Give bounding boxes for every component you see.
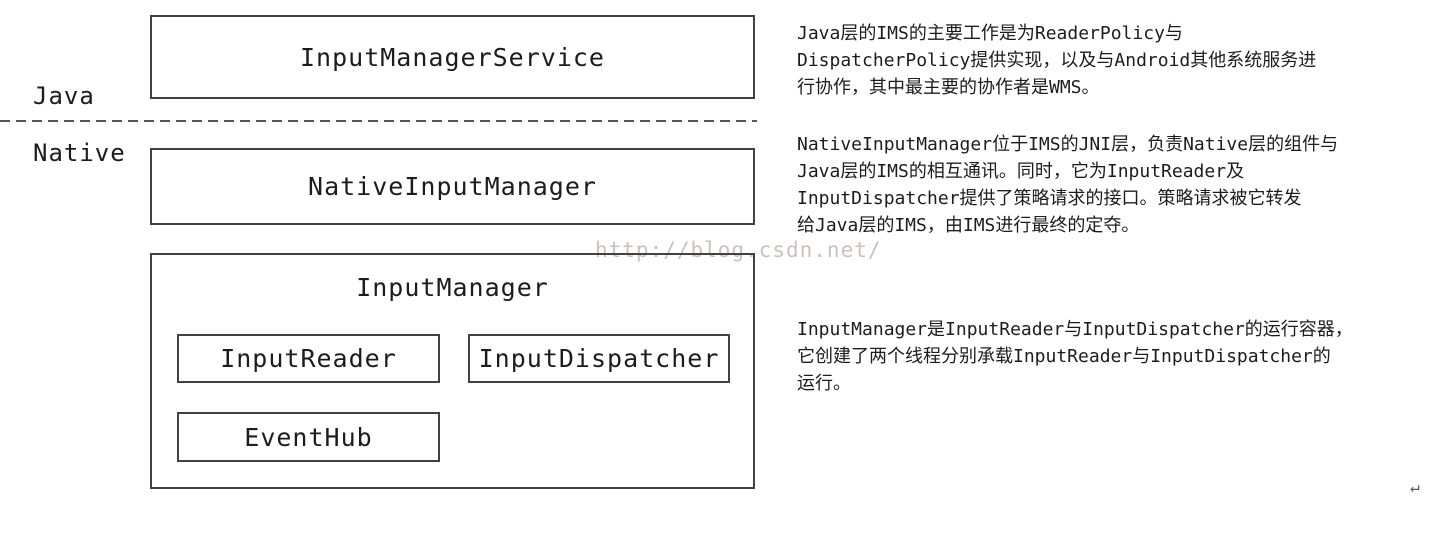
input-manager-label: InputManager — [356, 273, 549, 302]
input-dispatcher-box: InputDispatcher — [468, 334, 730, 383]
input-reader-label: InputReader — [220, 344, 397, 373]
native-input-manager-label: NativeInputManager — [308, 172, 597, 201]
native-layer-label: Native — [33, 139, 126, 167]
java-native-divider-dashed-line — [0, 120, 757, 122]
paragraph-return-mark: ↵ — [1410, 477, 1420, 496]
input-manager-service-label: InputManagerService — [300, 42, 605, 72]
input-reader-box: InputReader — [177, 334, 440, 383]
annotation-native-input-manager: NativeInputManager位于IMS的JNI层，负责Native层的组… — [797, 134, 1339, 236]
native-input-manager-box: NativeInputManager — [150, 148, 755, 225]
input-manager-box: InputManager InputReader InputDispatcher… — [150, 253, 755, 489]
input-dispatcher-label: InputDispatcher — [478, 344, 720, 373]
csdn-blog-watermark: http://blog.csdn.net/ — [595, 238, 882, 262]
input-manager-service-box: InputManagerService — [150, 15, 755, 99]
event-hub-label: EventHub — [244, 422, 373, 452]
event-hub-box: EventHub — [177, 412, 440, 462]
annotation-input-manager: InputManager是InputReader与InputDispatcher… — [797, 319, 1353, 394]
java-layer-label: Java — [33, 82, 95, 110]
